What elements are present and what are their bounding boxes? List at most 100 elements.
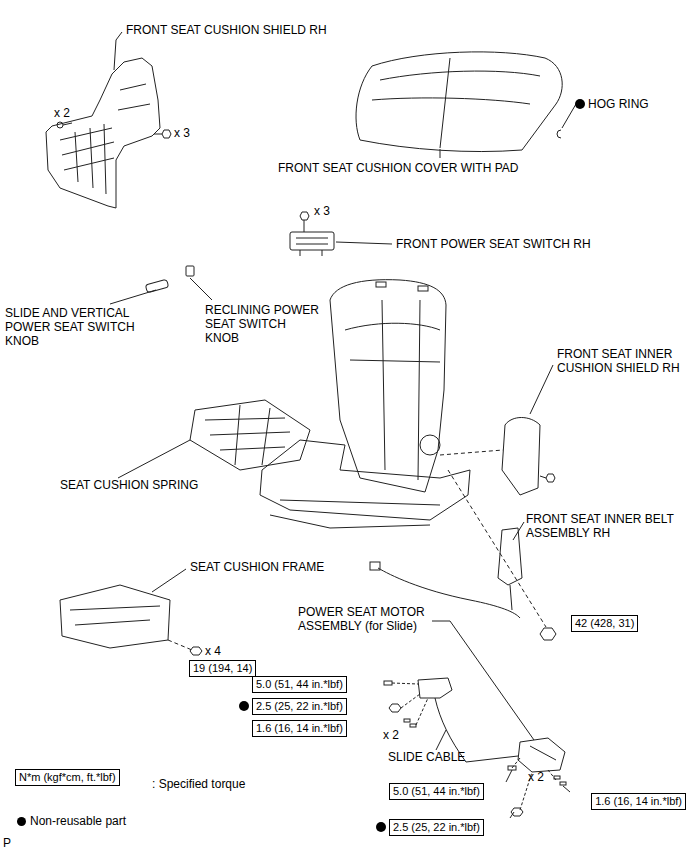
part-name: FRONT SEAT INNER CUSHION SHIELD RH — [557, 347, 682, 375]
quantity: x 3 — [174, 126, 190, 140]
switch-knob — [186, 266, 194, 276]
inner-belt — [370, 562, 380, 570]
inner-cushion-shield — [502, 418, 555, 496]
torque-box: 1.6 (16, 14 in.*lbf) — [591, 793, 686, 810]
torque-value: 2.5 (25, 22 in.*lbf) — [393, 821, 480, 833]
parts-illustration — [46, 32, 576, 818]
cushion-shield — [46, 58, 160, 208]
dashed-line — [448, 470, 546, 627]
torque-value: 42 (428, 31) — [575, 617, 634, 629]
non-reusable-dot — [376, 822, 386, 832]
quantity: x 3 — [314, 204, 330, 218]
torque-box: 5.0 (51, 44 in.*lbf) — [252, 676, 347, 693]
non-reusable-dot — [575, 99, 585, 109]
slide-cable — [418, 678, 452, 698]
quantity: x 2 — [528, 770, 544, 784]
screw — [57, 122, 63, 128]
legend-text: Non-reusable part — [30, 814, 126, 828]
power-seat-motor — [554, 776, 560, 779]
switch-knob — [145, 279, 168, 292]
part-name: SEAT CUSHION SPRING — [60, 478, 198, 492]
leader-line — [432, 621, 534, 740]
leader-line — [190, 278, 212, 300]
switch-knob — [145, 266, 194, 293]
leader-line — [562, 104, 576, 128]
part-name: SLIDE AND VERTICAL POWER SEAT SWITCH KNO… — [5, 306, 170, 348]
torque-value: 19 (194, 14) — [193, 662, 252, 674]
leader-line — [436, 730, 446, 750]
slide-cable — [384, 678, 518, 762]
leader-line — [118, 440, 190, 478]
seat-frame — [260, 435, 470, 528]
unit-box: N*m (kgf*cm, ft.*lbf) — [15, 769, 120, 786]
power-seat-switch — [304, 220, 305, 232]
power-seat-motor — [560, 782, 566, 785]
seat-cushion-frame — [190, 647, 202, 655]
seat-cushion-frame — [70, 606, 160, 625]
dashed-line — [168, 640, 192, 650]
seat-frame — [420, 435, 440, 455]
power-seat-motor — [518, 738, 565, 772]
leader-line — [336, 242, 392, 244]
quantity: x 2 — [54, 106, 70, 120]
quantity: x 4 — [205, 644, 221, 658]
hog-ring — [557, 130, 561, 138]
seat-cushion-frame — [60, 585, 170, 648]
dashed-line — [512, 758, 556, 810]
non-reusable-dot — [239, 99, 585, 832]
leader-line — [152, 569, 186, 592]
seat-back — [418, 286, 428, 291]
part-name: HOG RING — [588, 97, 649, 111]
seat-cushion-cover — [372, 58, 540, 148]
quantity: x 2 — [383, 728, 399, 742]
seat-back — [330, 280, 446, 492]
seat-frame — [270, 500, 440, 528]
screw — [63, 123, 72, 125]
part-name: POWER SEAT MOTOR ASSEMBLY (for Slide) — [298, 605, 430, 633]
torque-box: 42 (428, 31) — [571, 615, 638, 632]
screw — [57, 122, 171, 138]
torque-value: N*m (kgf*cm, ft.*lbf) — [19, 771, 116, 783]
screw — [162, 130, 171, 138]
slide-cable — [404, 719, 410, 722]
figure-code: P — [3, 836, 11, 850]
dashed-line — [168, 450, 546, 650]
leader-line — [110, 32, 576, 750]
seat-frame — [260, 440, 470, 520]
cushion-shield — [60, 84, 150, 194]
cushion-shield — [46, 58, 160, 208]
seat-back — [345, 300, 440, 480]
part-name: FRONT SEAT CUSHION COVER WITH PAD — [278, 161, 518, 175]
inner-cushion-shield — [540, 476, 546, 478]
dashed-line — [392, 683, 428, 725]
legend-swatch — [17, 817, 26, 826]
part-name: FRONT SEAT CUSHION SHIELD RH — [126, 23, 327, 37]
power-seat-motor — [530, 746, 556, 760]
torque-value: 1.6 (16, 14 in.*lbf) — [595, 795, 682, 807]
seat-back — [376, 282, 386, 287]
inner-cushion-shield — [546, 474, 555, 482]
leader-line — [530, 365, 553, 414]
seat-cushion-spring — [190, 400, 310, 470]
inner-belt — [540, 628, 556, 640]
legend-item: Non-reusable part — [17, 814, 126, 828]
power-seat-switch — [290, 212, 334, 256]
part-name: SEAT CUSHION FRAME — [190, 560, 324, 574]
seat-cushion-spring — [190, 400, 310, 470]
non-reusable-dot — [239, 701, 249, 711]
torque-box: 1.6 (16, 14 in.*lbf) — [252, 720, 347, 737]
slide-cable — [384, 681, 392, 685]
seat-cushion-frame — [60, 585, 202, 655]
torque-box: 5.0 (51, 44 in.*lbf) — [389, 783, 484, 800]
seat-cushion-spring — [205, 405, 290, 465]
power-seat-switch — [300, 212, 309, 220]
power-seat-motor — [508, 766, 516, 770]
power-seat-switch — [296, 238, 328, 256]
seat-cushion-cover — [356, 52, 562, 152]
legend-note: : Specified torque — [152, 777, 245, 791]
leader-line — [114, 32, 122, 70]
hog-ring — [557, 130, 561, 138]
dashed-line — [440, 450, 503, 455]
torque-value: 5.0 (51, 44 in.*lbf) — [393, 785, 480, 797]
screw — [154, 134, 162, 135]
